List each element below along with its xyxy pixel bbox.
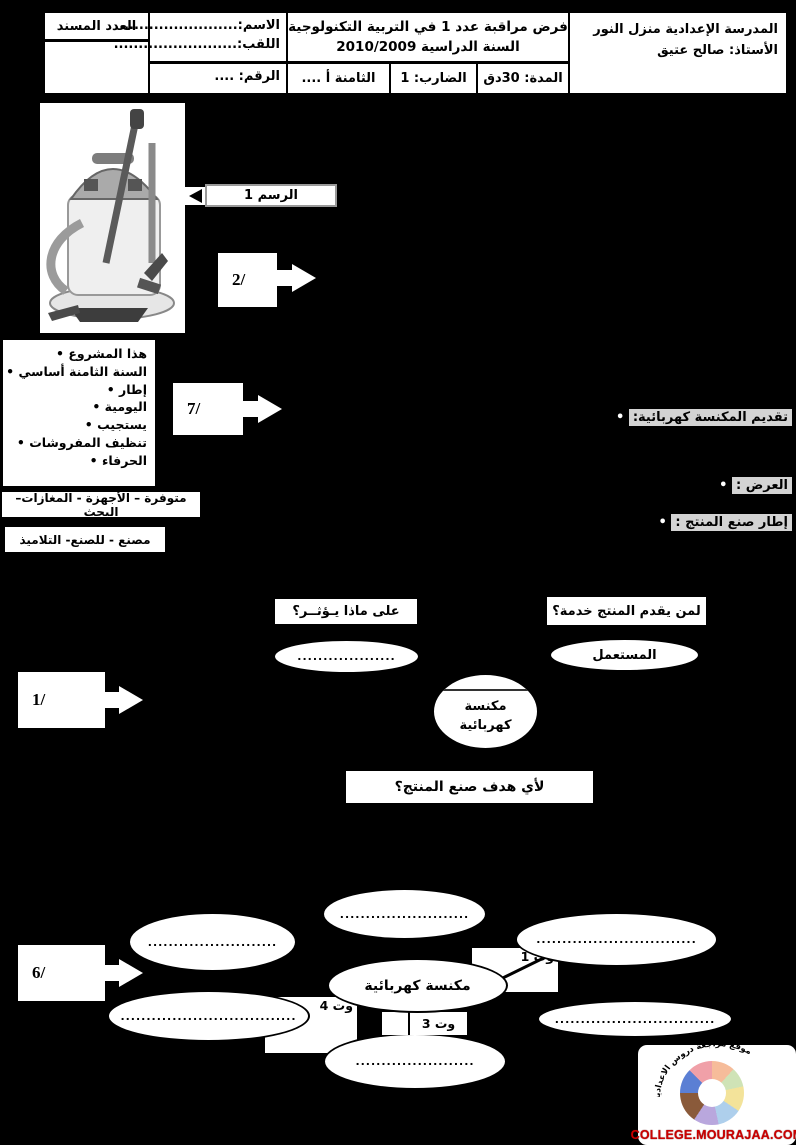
number-field[interactable]: الرقم: ....: [150, 64, 286, 93]
logo-ring-icon: [680, 1061, 744, 1125]
node-divider-line: [438, 689, 533, 691]
task-6-arrow-shaft: [105, 965, 120, 981]
figure-caption: الرسم 1: [205, 184, 337, 207]
score-label: العدد المسند: [56, 18, 137, 34]
word-bank-item: اليومية: [7, 398, 147, 416]
task-1-box: 1/: [18, 672, 105, 728]
task-7-box: 7/: [173, 383, 243, 435]
arrow-left-icon: [188, 189, 202, 203]
duration-cell: المدة: 30دق: [478, 64, 568, 93]
exam-year: السنة الدراسية 2010/2009: [336, 39, 520, 55]
prompt-presentation-text: تقديم المكنسة كهربائية:: [628, 409, 792, 426]
task-2-box: 2/: [218, 253, 277, 307]
figure-pointer-stub: [185, 187, 205, 205]
word-bank-item: هذا المشروع: [7, 345, 147, 363]
score-label-box: العدد المسند: [45, 13, 148, 39]
vacuum-illustration: [46, 109, 175, 322]
connector-tag-3: وت 3: [410, 1012, 467, 1035]
arrow-right-icon: [119, 959, 143, 987]
answer-oval[interactable]: .......................: [323, 1033, 507, 1090]
prompt-offer: العرض :: [719, 477, 792, 494]
question-purpose: لأي هدف صنع المنتج؟: [346, 771, 593, 803]
coefficient-cell: الضارب: 1: [391, 64, 476, 93]
task-2-arrow-shaft: [277, 270, 293, 286]
class-cell: الثامنة أ ....: [288, 64, 389, 93]
arrow-right-icon: [119, 686, 143, 714]
answer-oval[interactable]: .........................: [128, 912, 297, 972]
arrow-right-icon: [258, 395, 282, 423]
exam-title-box: فرض مراقبة عدد 1 في التربية التكنولوجية …: [288, 13, 568, 61]
score-entry-box[interactable]: [45, 42, 148, 93]
prompt-frame: إطار صنع المنتج :: [659, 514, 792, 531]
school-name: المدرسة الإعدادية منزل النور: [593, 22, 778, 37]
student-identity-box: الاسم:......................... اللقب:..…: [113, 13, 286, 61]
task-1-arrow-shaft: [105, 692, 120, 708]
surname-field[interactable]: اللقب:.........................: [113, 36, 280, 52]
answer-oval[interactable]: .........................: [322, 888, 487, 940]
vacuum-cleaner-photo: [40, 103, 185, 333]
answer-oval-user[interactable]: المستعمل: [549, 638, 700, 672]
answer-oval[interactable]: ...............................: [515, 912, 718, 967]
word-strip-2: مصنع - للصنع- التلاميذ: [5, 527, 165, 552]
site-url: COLLEGE.MOURAJAA.COM: [630, 1128, 796, 1142]
connector-tag-3-blank: [380, 1012, 408, 1035]
name-field[interactable]: الاسم:.........................: [114, 18, 280, 33]
word-bank-item: تنظيف المفروشات: [7, 434, 147, 452]
answer-oval-affects[interactable]: ...................: [273, 639, 420, 674]
exam-title: فرض مراقبة عدد 1 في التربية التكنولوجية: [288, 18, 568, 35]
task-7-arrow-shaft: [243, 401, 259, 417]
word-bank-item: السنة الثامنة أساسي: [7, 363, 148, 381]
word-bank-box: هذا المشروع السنة الثامنة أساسي إطار الي…: [3, 340, 155, 486]
teacher-name: الأستاذ: صالح عتيق: [657, 42, 778, 58]
question-who-is-served: لمن يقدم المنتج خدمة؟: [547, 597, 706, 625]
logo-ring-hole: [698, 1079, 726, 1107]
site-logo-panel: موقع مراجعة دروس الاعدادية COLLEGE.MOURA…: [630, 1045, 796, 1145]
prompt-presentation: تقديم المكنسة كهربائية:: [616, 409, 792, 426]
school-info-box: المدرسة الإعدادية منزل النور الأستاذ: صا…: [570, 13, 786, 93]
word-bank-item: الحرفاء: [7, 452, 147, 470]
word-bank-item: يستجيب: [7, 416, 147, 434]
answer-oval[interactable]: ...............................: [537, 1000, 733, 1038]
center-node-product-2: مكنسة كهربائية: [327, 958, 508, 1013]
center-node-product: مكنسة كهربائية: [432, 673, 539, 750]
question-affects-what: على ماذا يـؤثــر؟: [275, 599, 417, 624]
arrow-right-icon: [292, 264, 316, 292]
prompt-frame-text: إطار صنع المنتج :: [671, 514, 792, 531]
word-strip-1: متوفرة – الأجهزة - المغازات– البحث: [2, 491, 200, 519]
answer-oval[interactable]: ..................................: [107, 990, 310, 1042]
word-bank-item: إطار: [7, 381, 147, 399]
task-6-box: 6/: [18, 945, 105, 1001]
prompt-offer-text: العرض :: [732, 477, 792, 494]
